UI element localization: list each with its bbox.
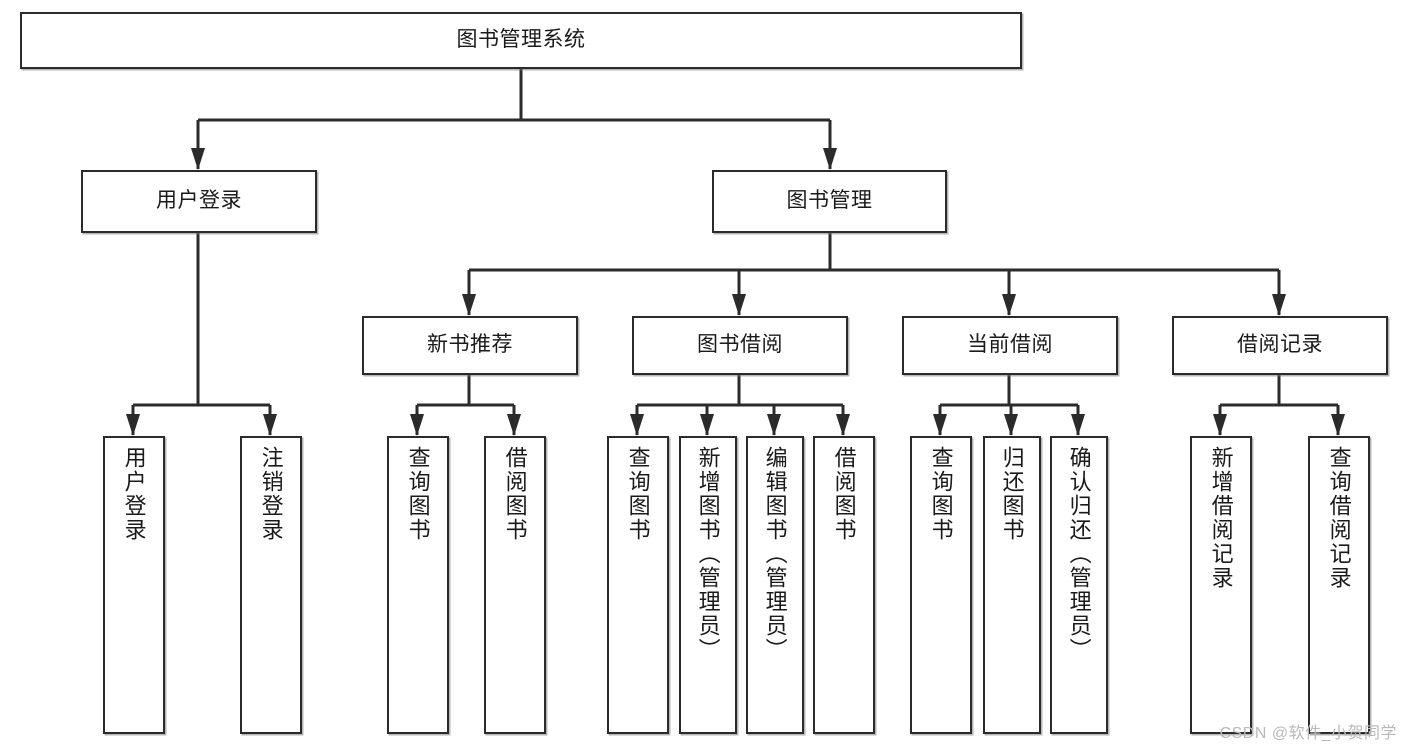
node-label: 借阅图书	[831, 446, 857, 542]
node-label: 图书管理系统	[456, 28, 586, 52]
node-label: 查询借阅记录	[1326, 446, 1352, 590]
node-label: 注销登录	[258, 446, 284, 542]
node-label: 编辑图书（管理员）	[762, 446, 788, 662]
node-label: 新增借阅记录	[1208, 446, 1234, 590]
leaf-confirm-return-admin[interactable]: 确认归还（管理员）	[1050, 436, 1108, 734]
leaf-add-borrow-record[interactable]: 新增借阅记录	[1190, 436, 1252, 734]
leaf-add-book-admin[interactable]: 新增图书（管理员）	[679, 436, 737, 734]
node-label: 当前借阅	[967, 333, 1053, 357]
leaf-query-books-current[interactable]: 查询图书	[910, 436, 972, 734]
node-current-borrowing[interactable]: 当前借阅	[902, 316, 1118, 375]
node-label: 用户登录	[156, 189, 242, 213]
leaf-query-books-borrowing[interactable]: 查询图书	[607, 436, 669, 734]
node-label: 用户登录	[121, 446, 147, 542]
node-book-management[interactable]: 图书管理	[712, 170, 947, 233]
node-root-book-management-system[interactable]: 图书管理系统	[20, 12, 1022, 69]
leaf-borrow-books-recommend[interactable]: 借阅图书	[484, 436, 546, 734]
node-borrowing-records[interactable]: 借阅记录	[1172, 316, 1388, 375]
leaf-logout[interactable]: 注销登录	[240, 436, 302, 734]
node-label: 图书管理	[786, 189, 873, 213]
node-label: 查询图书	[625, 446, 651, 542]
watermark-text: CSDN @软件_小贺同学	[1219, 725, 1397, 742]
node-label: 查询图书	[928, 446, 954, 542]
node-label: 归还图书	[999, 446, 1025, 542]
node-user-login[interactable]: 用户登录	[81, 170, 317, 233]
leaf-user-login[interactable]: 用户登录	[103, 436, 165, 734]
leaf-edit-book-admin[interactable]: 编辑图书（管理员）	[746, 436, 804, 734]
node-label: 新增图书（管理员）	[695, 446, 721, 662]
node-label: 图书借阅	[697, 333, 783, 357]
leaf-return-books[interactable]: 归还图书	[983, 436, 1041, 734]
node-label: 查询图书	[405, 446, 431, 542]
node-label: 新书推荐	[427, 333, 513, 357]
node-label: 借阅记录	[1237, 333, 1323, 357]
node-new-book-recommendation[interactable]: 新书推荐	[362, 316, 578, 375]
node-label: 确认归还（管理员）	[1066, 446, 1092, 662]
node-book-borrowing[interactable]: 图书借阅	[632, 316, 848, 375]
leaf-borrow-books[interactable]: 借阅图书	[813, 436, 875, 734]
leaf-query-books-recommend[interactable]: 查询图书	[387, 436, 449, 734]
node-label: 借阅图书	[502, 446, 528, 542]
leaf-query-borrow-record[interactable]: 查询借阅记录	[1308, 436, 1370, 734]
